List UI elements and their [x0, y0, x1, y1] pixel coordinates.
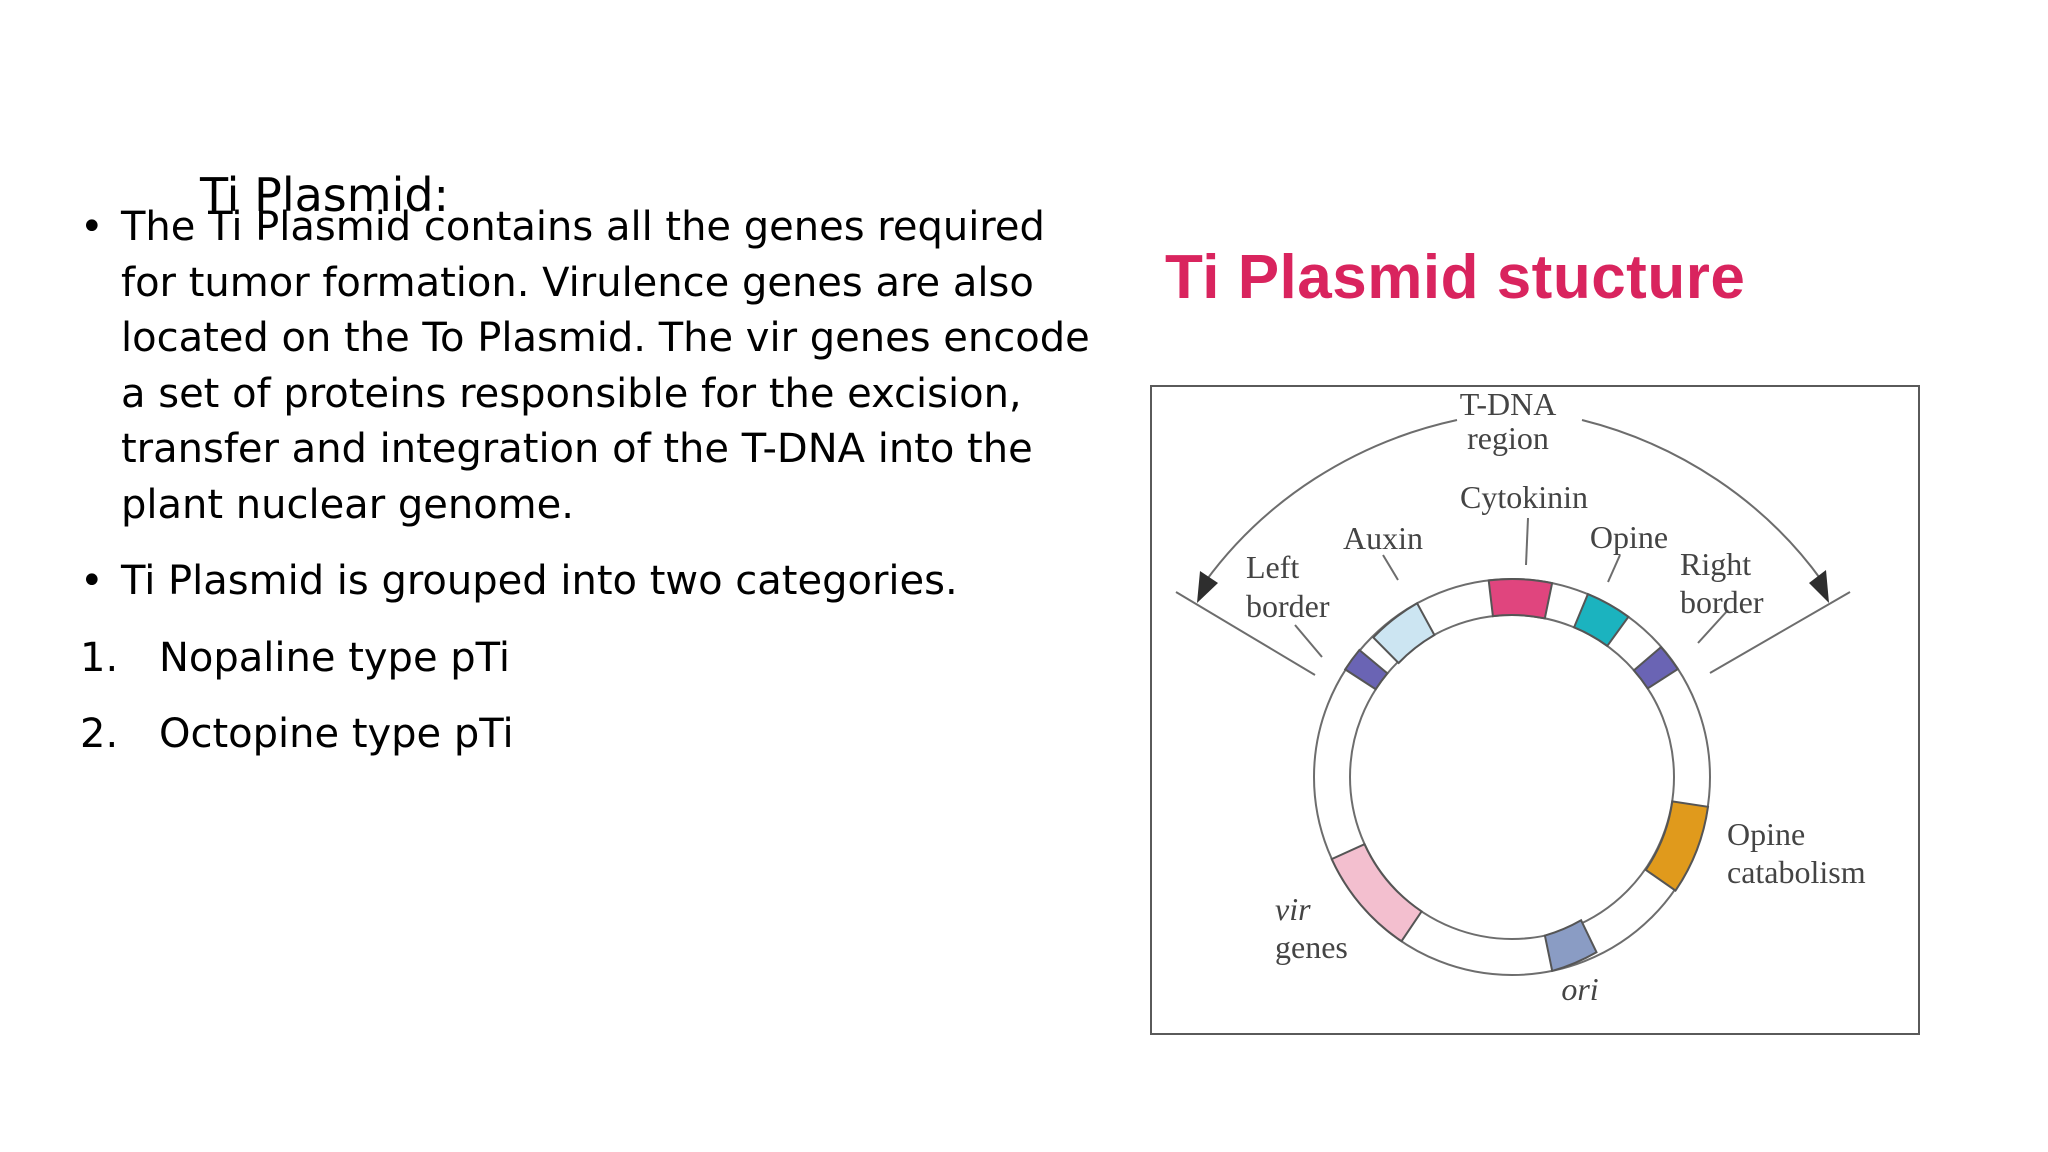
bullet-icon: • [80, 204, 104, 250]
diagram-frame [1150, 385, 1920, 1035]
ori-segment [1543, 918, 1598, 973]
genes-label: genes [1275, 929, 1348, 965]
item-number: 1. [80, 634, 119, 681]
opine-leader [1607, 554, 1621, 583]
left-border-line [1175, 591, 1316, 676]
bullet-icon: • [80, 558, 104, 604]
tdna-arc-right [1581, 419, 1823, 582]
cytokinin-segment [1487, 578, 1554, 620]
right-border-label-2: border [1680, 584, 1764, 620]
tdna-region-label: region [1467, 420, 1549, 456]
vir-label: vir [1275, 891, 1311, 927]
auxin-leader [1382, 554, 1399, 581]
item-number: 2. [80, 711, 119, 757]
left-border-label-1: Left [1246, 549, 1299, 585]
opine-catabolism-label-2: catabolism [1727, 854, 1866, 890]
tdna-arc-left [1204, 419, 1458, 583]
auxin-segment [1371, 601, 1436, 665]
item-text: Nopaline type pTi [159, 634, 510, 681]
right-border-segment [1632, 645, 1680, 690]
slide-body: • The Ti Plasmid contains all the genes … [80, 200, 1100, 784]
bullet-item: • Ti Plasmid is grouped into two categor… [80, 554, 1100, 610]
item-text: Octopine type pTi [159, 711, 514, 757]
bullet-text: Ti Plasmid is grouped into two categorie… [121, 558, 958, 604]
opine-catabolism-label-1: Opine [1727, 816, 1805, 852]
cytokinin-label: Cytokinin [1460, 479, 1588, 515]
vir-genes-segment [1330, 842, 1423, 943]
cytokinin-leader [1525, 517, 1529, 566]
right-border-label-1: Right [1680, 546, 1751, 582]
bullet-text: The Ti Plasmid contains all the genes re… [121, 204, 1090, 528]
right-arrowhead-icon [1809, 570, 1829, 603]
ori-label: ori [1561, 971, 1598, 1007]
opine-segment [1572, 592, 1630, 648]
numbered-item: 2. Octopine type pTi [80, 707, 1100, 763]
auxin-label: Auxin [1343, 520, 1423, 556]
ti-plasmid-diagram: T-DNA region Cytokinin Auxin Opine Left … [1175, 386, 1866, 1007]
opine-label: Opine [1590, 519, 1668, 555]
slide-title: Ti Plasmid: [200, 168, 450, 222]
bullet-item: • The Ti Plasmid contains all the genes … [80, 200, 1100, 533]
left-arrowhead-icon [1197, 571, 1218, 603]
diagram-title: Ti Plasmid stucture [1165, 243, 1746, 312]
right-border-line [1709, 591, 1851, 674]
left-border-segment [1343, 648, 1389, 691]
tdna-label: T-DNA [1460, 386, 1557, 422]
left-border-leader [1294, 624, 1323, 658]
left-border-label-2: border [1246, 588, 1330, 624]
opine-catabolism-segment [1644, 800, 1710, 892]
right-border-leader [1697, 609, 1729, 644]
numbered-item: 1. Nopaline type pTi [80, 631, 1100, 687]
